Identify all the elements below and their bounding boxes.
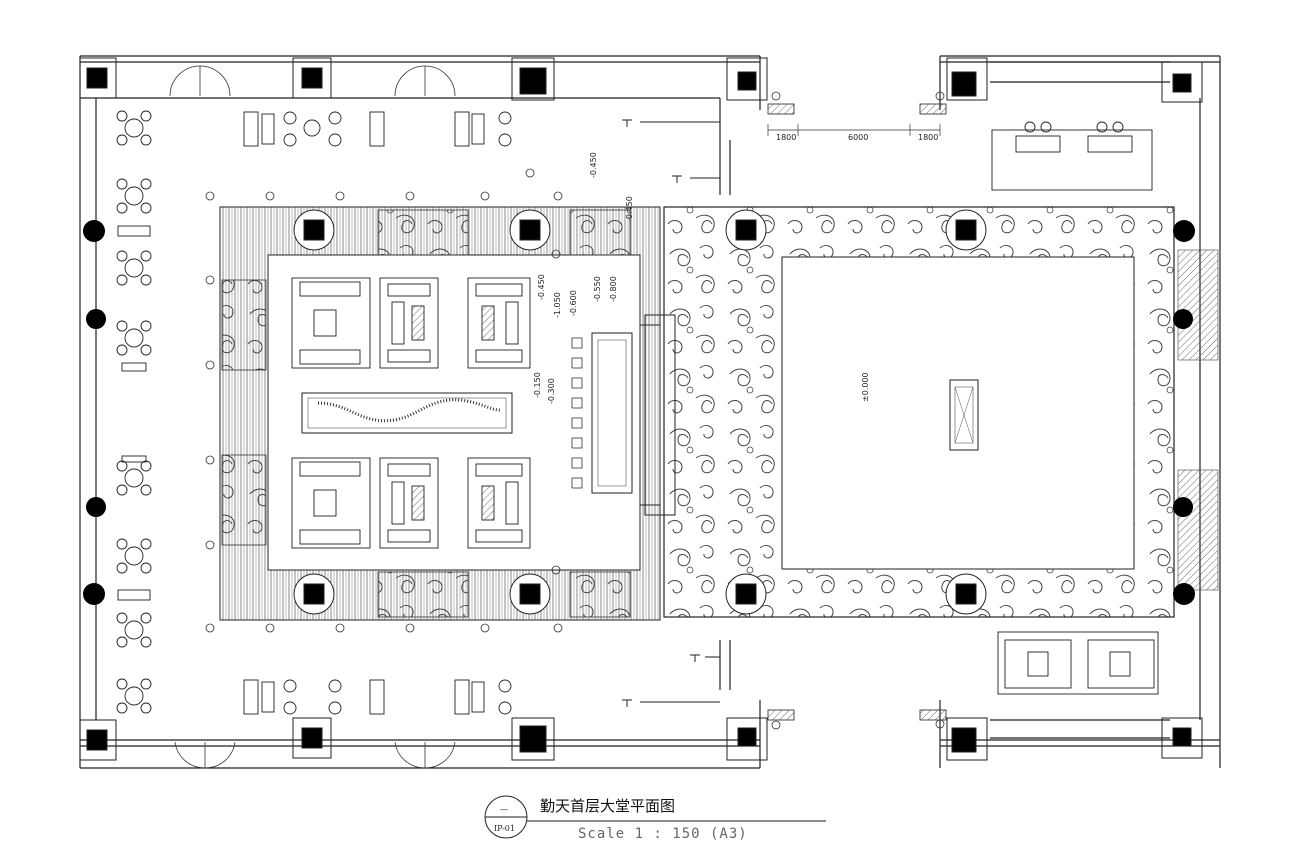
dimension-2: 6000 [848, 133, 868, 142]
level-annotation: -0.150 [533, 372, 542, 398]
wall-block [767, 103, 795, 115]
lobby-floor [219, 206, 661, 621]
level-annotation: -0.450 [625, 196, 634, 222]
reception-counter [591, 314, 676, 516]
sheet-number: IP-01 [494, 824, 515, 833]
doors [169, 65, 456, 769]
right-hatch [1177, 249, 1219, 361]
reference-number: — [500, 805, 508, 814]
cafe-tables [116, 110, 152, 714]
level-annotation: -1.050 [553, 292, 562, 318]
section-markers [622, 119, 720, 707]
level-annotation: ±0.000 [861, 372, 870, 402]
square-columns [79, 57, 1203, 761]
wave-feature [301, 392, 513, 434]
level-annotation: -0.800 [609, 276, 618, 302]
stools [571, 337, 583, 489]
level-annotation: -0.300 [547, 378, 556, 404]
level-annotation: -0.450 [589, 152, 598, 178]
dimension-1: 1800 [776, 133, 796, 142]
level-annotation: -0.450 [537, 274, 546, 300]
right-hatch [1177, 469, 1219, 591]
round-columns [83, 220, 1195, 605]
wall-block [919, 103, 947, 115]
wall-block [919, 709, 947, 721]
title-block: — IP-01 勤天首层大堂平面图 Scale 1 : 150 (A3) [484, 795, 826, 842]
side-seating [243, 111, 512, 715]
dimension-3: 1800 [918, 133, 938, 142]
wall-block [767, 709, 795, 721]
dimension-line [767, 124, 941, 136]
drawing-title: 勤天首层大堂平面图 [540, 797, 675, 815]
drawing-scale: Scale 1 : 150 (A3) [578, 826, 748, 842]
level-annotation: -0.550 [593, 276, 602, 302]
round-surround-columns [293, 209, 987, 615]
feature-court [663, 206, 1175, 618]
outer-walls [79, 55, 1221, 769]
level-annotation: -0.600 [569, 290, 578, 316]
sofa-groups [291, 121, 1159, 695]
